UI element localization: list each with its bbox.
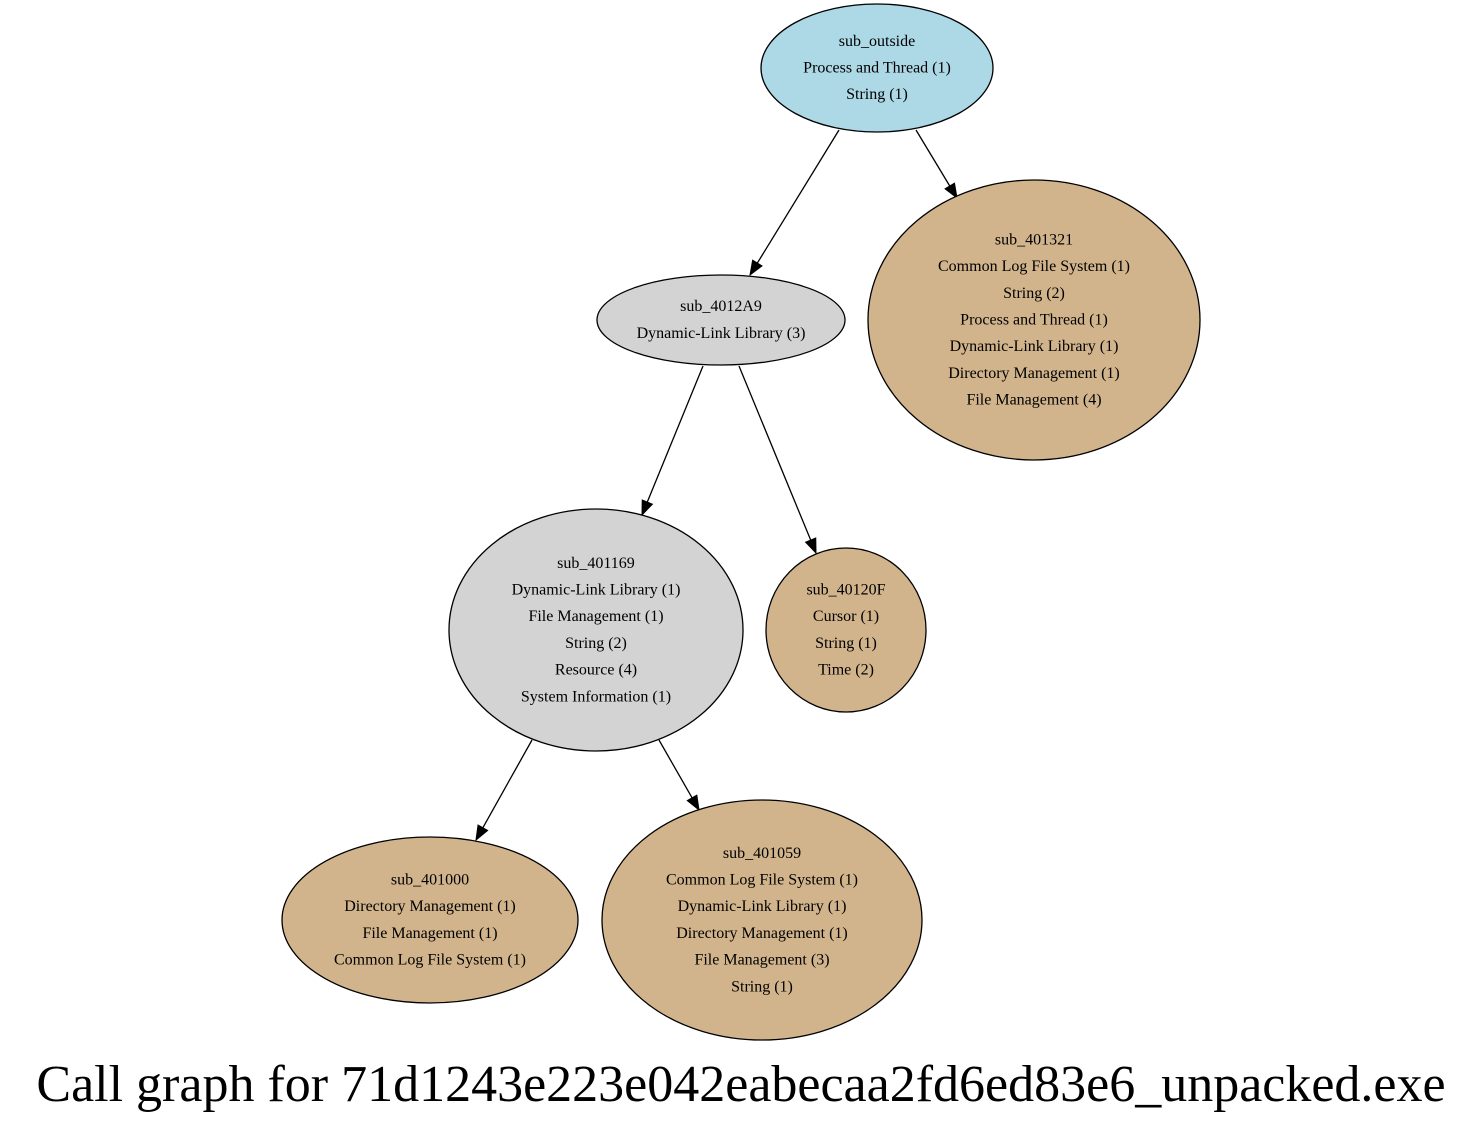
node-api-category: Dynamic-Link Library (3) [637, 325, 806, 342]
node-api-category: Common Log File System (1) [666, 871, 858, 888]
edges-layer [475, 129, 958, 842]
node-ellipse [281, 836, 579, 1004]
node-api-category: Directory Management (1) [344, 898, 515, 915]
node-api-category: Dynamic-Link Library (1) [678, 898, 847, 915]
node-api-category: String (1) [846, 86, 908, 103]
arrowhead-icon [944, 182, 958, 200]
edge-line [915, 129, 951, 187]
node-api-category: Common Log File System (1) [334, 952, 526, 969]
node-api-category: Cursor (1) [813, 608, 879, 625]
edge-line [646, 365, 704, 503]
edge-sub_401169-to-sub_401059 [658, 739, 700, 812]
node-ellipse [596, 274, 846, 366]
node-title: sub_outside [839, 33, 915, 50]
node-title: sub_401000 [391, 871, 469, 888]
node-api-category: Directory Management (1) [948, 365, 1119, 382]
arrowhead-icon [641, 499, 654, 517]
node-api-category: Process and Thread (1) [803, 60, 951, 77]
node-api-category: String (2) [565, 635, 627, 652]
node-api-category: String (1) [731, 978, 793, 995]
edge-sub_4012A9-to-sub_40120F [738, 365, 817, 555]
node-api-category: File Management (3) [694, 952, 829, 969]
node-api-category: Dynamic-Link Library (1) [512, 581, 681, 598]
node-api-category: Directory Management (1) [676, 925, 847, 942]
node-api-category: String (2) [1003, 285, 1065, 302]
node-api-category: String (1) [815, 635, 877, 652]
node-api-category: Process and Thread (1) [960, 312, 1108, 329]
arrowhead-icon [804, 537, 817, 555]
node-ellipse [448, 508, 744, 752]
node-api-category: System Information (1) [521, 688, 671, 705]
node-api-category: Common Log File System (1) [938, 258, 1130, 275]
node-title: sub_401321 [995, 231, 1073, 248]
node-api-category: File Management (1) [528, 608, 663, 625]
arrowhead-icon [749, 259, 763, 277]
node-ellipse [867, 179, 1201, 461]
node-ellipse [601, 799, 923, 1041]
edge-line [658, 739, 693, 799]
edge-sub_401169-to-sub_401000 [475, 739, 533, 842]
node-api-category: Resource (4) [555, 662, 637, 679]
node-ellipse [760, 3, 994, 133]
node-title: sub_401169 [557, 555, 635, 572]
edge-line [738, 365, 812, 541]
edge-line [482, 739, 533, 829]
node-ellipse [765, 547, 927, 713]
edge-line [756, 129, 840, 264]
node-title: sub_401059 [723, 845, 801, 862]
node-api-category: File Management (1) [362, 925, 497, 942]
node-api-category: Time (2) [818, 662, 874, 679]
node-sub_40120F: sub_40120F Cursor (1) String (1) Time (2) [765, 547, 927, 713]
node-title: sub_4012A9 [680, 298, 762, 315]
arrowhead-icon [686, 794, 700, 812]
node-title: sub_40120F [806, 581, 885, 598]
node-api-category: File Management (4) [966, 392, 1101, 409]
graph-caption: Call graph for 71d1243e223e042eabecaa2fd… [36, 1056, 1445, 1113]
edge-sub_4012A9-to-sub_401169 [641, 365, 704, 517]
node-api-category: Dynamic-Link Library (1) [950, 338, 1119, 355]
arrowhead-icon [475, 824, 489, 842]
edge-sub_outside-to-sub_4012A9 [749, 129, 840, 277]
edge-sub_outside-to-sub_401321 [915, 129, 958, 200]
